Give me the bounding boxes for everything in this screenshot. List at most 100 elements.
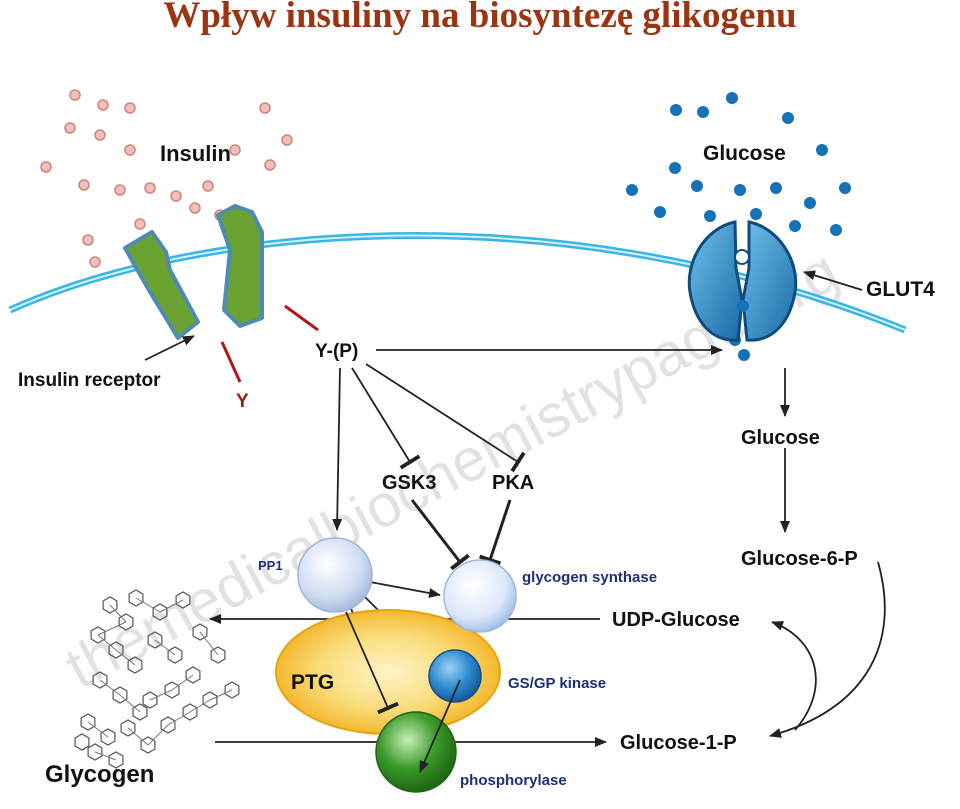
glycogen-bond [109, 604, 127, 623]
glycogen-unit [175, 591, 191, 609]
insulin-dot [114, 184, 126, 196]
glycogen-unit [108, 751, 124, 769]
insulin-receptor-shape [123, 204, 264, 340]
glycogen-unit [108, 641, 124, 659]
glucose-dot [670, 104, 682, 116]
insulin-dot [202, 180, 214, 192]
glycogen-unit [100, 728, 116, 746]
glucose-dot [669, 162, 681, 174]
glut4-label: GLUT4 [866, 278, 935, 301]
glucose-dot [830, 224, 842, 236]
glucose-6-p-label: Glucose-6-P [741, 548, 858, 570]
glycogen-unit [147, 631, 163, 649]
glycogen-unit [102, 596, 118, 614]
glycogen-unit [92, 671, 108, 689]
insulin-dot [134, 218, 146, 230]
glycogen-bond [209, 689, 233, 701]
glucose-dot [691, 180, 703, 192]
glycogen-synthase-label: glycogen synthase [522, 569, 657, 586]
insulin-dot [264, 159, 276, 171]
y-label: Y [236, 391, 249, 412]
pka-label: PKA [492, 472, 534, 494]
glycogen-unit [224, 681, 240, 699]
insulin-receptor-label: Insulin receptor [18, 370, 161, 391]
glycogen-synthase-node [443, 559, 517, 633]
glycogen-bond [87, 721, 109, 738]
insulin-dot [89, 256, 101, 268]
glycogen-label: Glycogen [45, 761, 154, 788]
glycogen-bond [147, 724, 169, 746]
glucose-1-p-label: Glucose-1-P [620, 732, 737, 754]
glycogen-unit [90, 626, 106, 644]
glucose-dot [839, 182, 851, 194]
glycogen-unit [127, 656, 143, 674]
glut4-transporter [687, 220, 798, 342]
gsk3-label: GSK3 [382, 472, 436, 494]
glycogen-bond [199, 631, 219, 656]
phosphorylase-label: phosphorylase [460, 772, 567, 789]
glycogen-unit [112, 686, 128, 704]
insulin-dot [97, 99, 109, 111]
glycogen-unit [202, 691, 218, 709]
glucose-dot [626, 184, 638, 196]
pp1-label: PP1 [258, 558, 283, 573]
insulin-dot [259, 102, 271, 114]
ptg-label: PTG [291, 671, 334, 694]
glucose-dot [704, 210, 716, 222]
page-title: Wpływ insuliny na biosyntezę glikogenu [163, 0, 797, 36]
glucose-dot [750, 208, 762, 220]
phosphorylation-markers [220, 304, 319, 383]
glycogen-unit [132, 703, 148, 721]
glycogen-unit [118, 613, 134, 631]
insulin-dot [69, 89, 81, 101]
glycogen-unit [164, 681, 180, 699]
glycogen-bond [97, 621, 127, 636]
glucose-dot [816, 144, 828, 156]
insulin-dot [281, 134, 293, 146]
insulin-dot [124, 102, 136, 114]
insulin-dot [124, 144, 136, 156]
overlay-connectors [345, 611, 461, 773]
insulin-dot [94, 129, 106, 141]
glycogen-unit [142, 691, 158, 709]
gs-gp-kinase-label: GS/GP kinase [508, 675, 606, 692]
insulin-dot [64, 122, 76, 134]
glycogen-bond [127, 727, 149, 746]
glycogen-bond [171, 674, 194, 691]
glycogen-bond [99, 679, 121, 696]
glycogen-bond [94, 751, 117, 761]
glycogen-bond [189, 699, 211, 713]
insulin-dot [189, 202, 201, 214]
glucose-outside-label: Glucose [703, 142, 786, 165]
glucose-dot [734, 184, 746, 196]
glycogen-unit [210, 646, 226, 664]
glucose-dot [789, 220, 801, 232]
pp1-node [297, 537, 373, 613]
glycogen-unit [192, 623, 208, 641]
insulin-dot [78, 179, 90, 191]
glycogen-unit [120, 719, 136, 737]
glucose-dot [697, 106, 709, 118]
glycogen-bond [154, 639, 176, 656]
glycogen-unit [74, 733, 90, 751]
glucose-dot [770, 182, 782, 194]
glycogen-unit [167, 646, 183, 664]
glucose-inside-label: Glucose [741, 427, 820, 449]
pathway-connectors [144, 270, 886, 773]
glycogen-unit [87, 743, 103, 761]
glycogen-unit [128, 589, 144, 607]
glucose-dot [654, 206, 666, 218]
glycogen-unit [185, 666, 201, 684]
y-p-label: Y-(P) [315, 341, 358, 362]
glycogen-bond [149, 689, 173, 701]
glycogen-bond [119, 694, 141, 713]
glucose-dot [738, 349, 750, 361]
insulin-dot [144, 182, 156, 194]
glucose-dot [782, 112, 794, 124]
udp-glucose-label: UDP-Glucose [612, 609, 740, 631]
insulin-label: Insulin [160, 141, 231, 166]
glycogen-bond [135, 597, 161, 613]
glycogen-bond [97, 634, 117, 651]
